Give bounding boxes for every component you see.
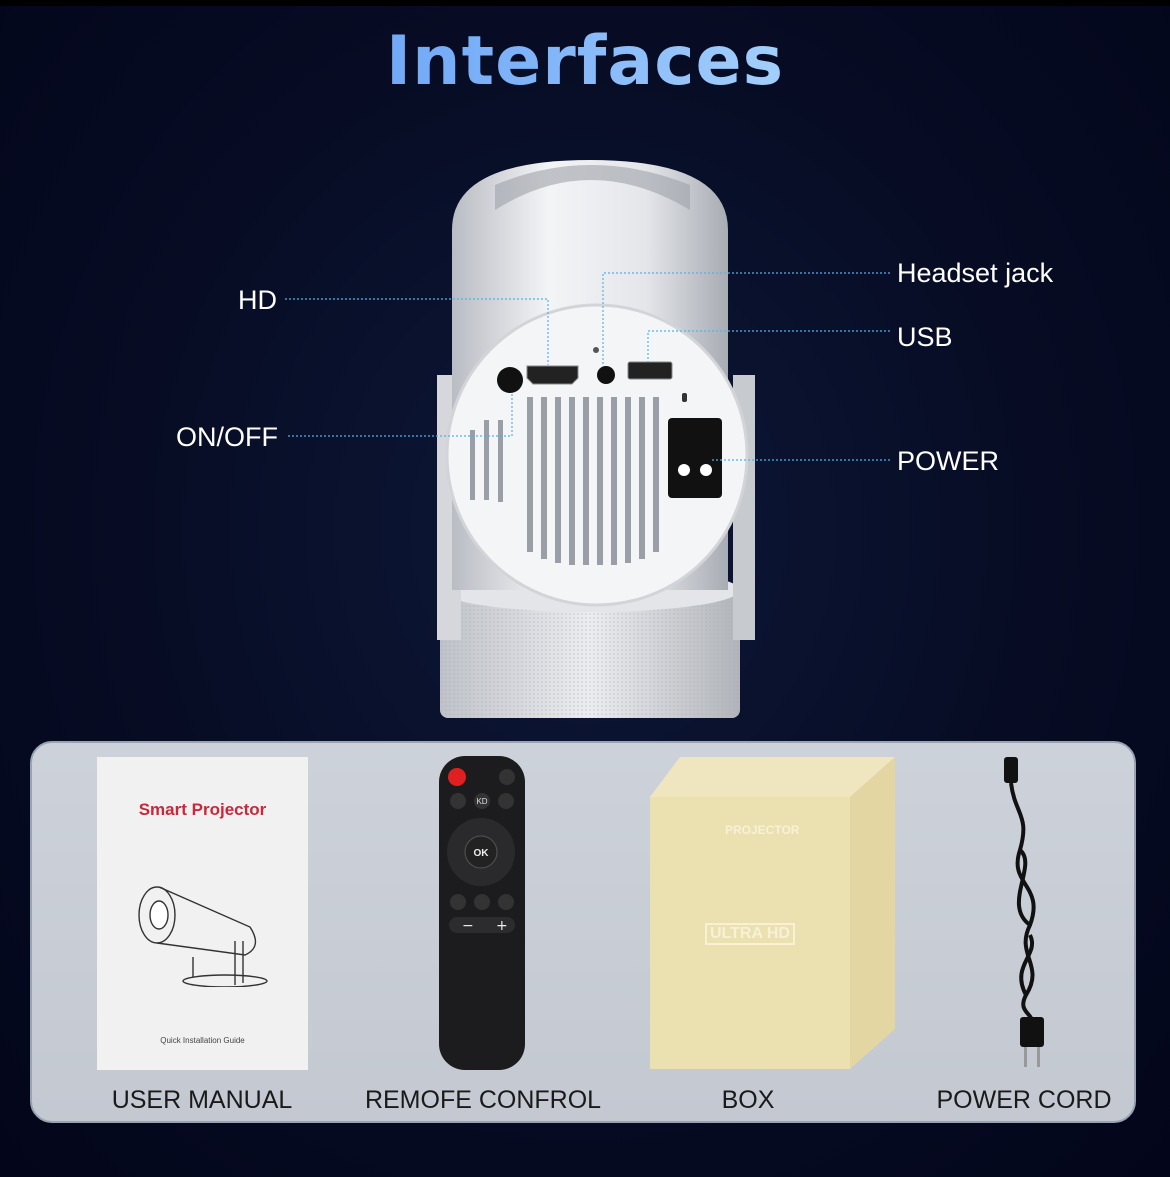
menu-icon bbox=[474, 894, 490, 910]
box-brand: PROJECTOR bbox=[725, 823, 800, 837]
item-label-power-cord: POWER CORD bbox=[936, 1086, 1112, 1114]
mute-icon bbox=[499, 769, 515, 785]
power-socket bbox=[668, 418, 722, 498]
manual-title: Smart Projector bbox=[138, 800, 267, 819]
kd-button: KD bbox=[476, 797, 487, 806]
svg-text:+: + bbox=[496, 918, 508, 934]
user-manual-image: Smart Projector Quick Installation Guide bbox=[97, 757, 308, 1070]
callout-lines bbox=[285, 272, 890, 461]
vent-grille bbox=[470, 397, 659, 565]
item-label-user-manual: USER MANUAL bbox=[111, 1086, 293, 1114]
callout-power: POWER bbox=[897, 446, 1000, 476]
callout-on-off: ON/OFF bbox=[176, 422, 278, 452]
power-button-port bbox=[497, 367, 523, 393]
mouse-icon bbox=[498, 793, 514, 809]
power-button-icon bbox=[448, 768, 466, 786]
callout-hd: HD bbox=[238, 285, 277, 315]
power-cord-image bbox=[1004, 757, 1044, 1067]
home-icon bbox=[450, 894, 466, 910]
projector-sketch-icon bbox=[138, 886, 268, 987]
projector-illustration bbox=[285, 160, 890, 718]
usb-port bbox=[627, 361, 673, 380]
item-label-box: BOX bbox=[721, 1086, 775, 1114]
settings-icon bbox=[450, 793, 466, 809]
box-image: PROJECTOR ULTRA HD bbox=[650, 757, 895, 1069]
top-bar bbox=[0, 0, 1170, 6]
callout-headset-jack: Headset jack bbox=[897, 258, 1054, 288]
hdmi-port bbox=[526, 365, 579, 385]
ok-button: OK bbox=[474, 848, 490, 859]
headset-jack-port bbox=[597, 366, 615, 384]
svg-text:−: − bbox=[462, 918, 474, 934]
manual-subtitle: Quick Installation Guide bbox=[160, 1035, 245, 1045]
remote-control-image: KD OK − + bbox=[439, 756, 525, 1070]
back-icon bbox=[498, 894, 514, 910]
projector-base bbox=[440, 568, 740, 718]
item-label-remote-control: REMOFE CONFROL bbox=[364, 1086, 602, 1114]
box-badge: ULTRA HD bbox=[705, 923, 795, 945]
callout-usb: USB bbox=[897, 322, 953, 352]
page-title: Interfaces bbox=[0, 22, 1170, 101]
